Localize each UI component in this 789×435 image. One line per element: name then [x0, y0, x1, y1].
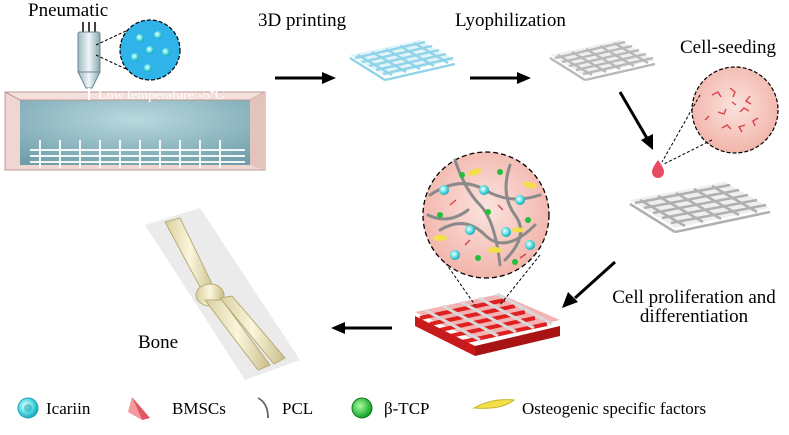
low-temperature-label: Low temperature:-5℃: [98, 88, 226, 103]
printed-scaffold-icon: [349, 40, 456, 82]
differentiation-magnified-circle: [422, 151, 550, 279]
legend-label-btcp: β-TCP: [384, 399, 430, 418]
arrow-printing: [275, 72, 336, 84]
bmsc-icon: [128, 397, 150, 420]
proliferation-line-1: Cell proliferation and: [612, 287, 776, 308]
differentiated-scaffold-icon: [415, 292, 560, 356]
legend-label-osteogenic: Osteogenic specific factors: [522, 399, 707, 418]
btcp-icon: [351, 397, 373, 419]
lyophilization-step-label: Lyophilization: [455, 10, 566, 31]
pneumatic-label: Pneumatic: [28, 0, 109, 21]
bioink-magnified-circle: [119, 19, 181, 81]
proliferation-step-label: Cell proliferation and differentiation: [604, 288, 784, 326]
osteogenic-factor-icon: [472, 399, 516, 409]
pneumatic-nozzle-icon: [77, 22, 129, 100]
proliferation-line-2: differentiation: [639, 306, 749, 327]
lyophilized-scaffold-icon: [549, 40, 656, 82]
printing-step-label: 3D printing: [258, 10, 347, 31]
pcl-icon: [257, 397, 269, 419]
seeded-scaffold-icon: [629, 182, 771, 234]
legend-label-bmscs: BMSCs: [172, 399, 226, 418]
printing-bath: [4, 91, 266, 171]
arrow-to-bone: [331, 322, 392, 334]
legend-label-pcl: PCL: [282, 399, 314, 418]
arrow-cell-seeding: [618, 91, 653, 150]
bone-label: Bone: [138, 332, 179, 353]
cell-seeding-circle: [652, 66, 779, 178]
legend: [17, 397, 516, 420]
cell-seeding-step-label: Cell-seeding: [680, 37, 777, 58]
arrow-proliferation: [562, 260, 617, 308]
bone-icon: [145, 208, 300, 380]
icariin-icon: [17, 397, 39, 419]
arrow-lyophilization: [470, 72, 531, 84]
droplet-icon: [652, 160, 664, 178]
legend-label-icariin: Icariin: [46, 399, 91, 418]
